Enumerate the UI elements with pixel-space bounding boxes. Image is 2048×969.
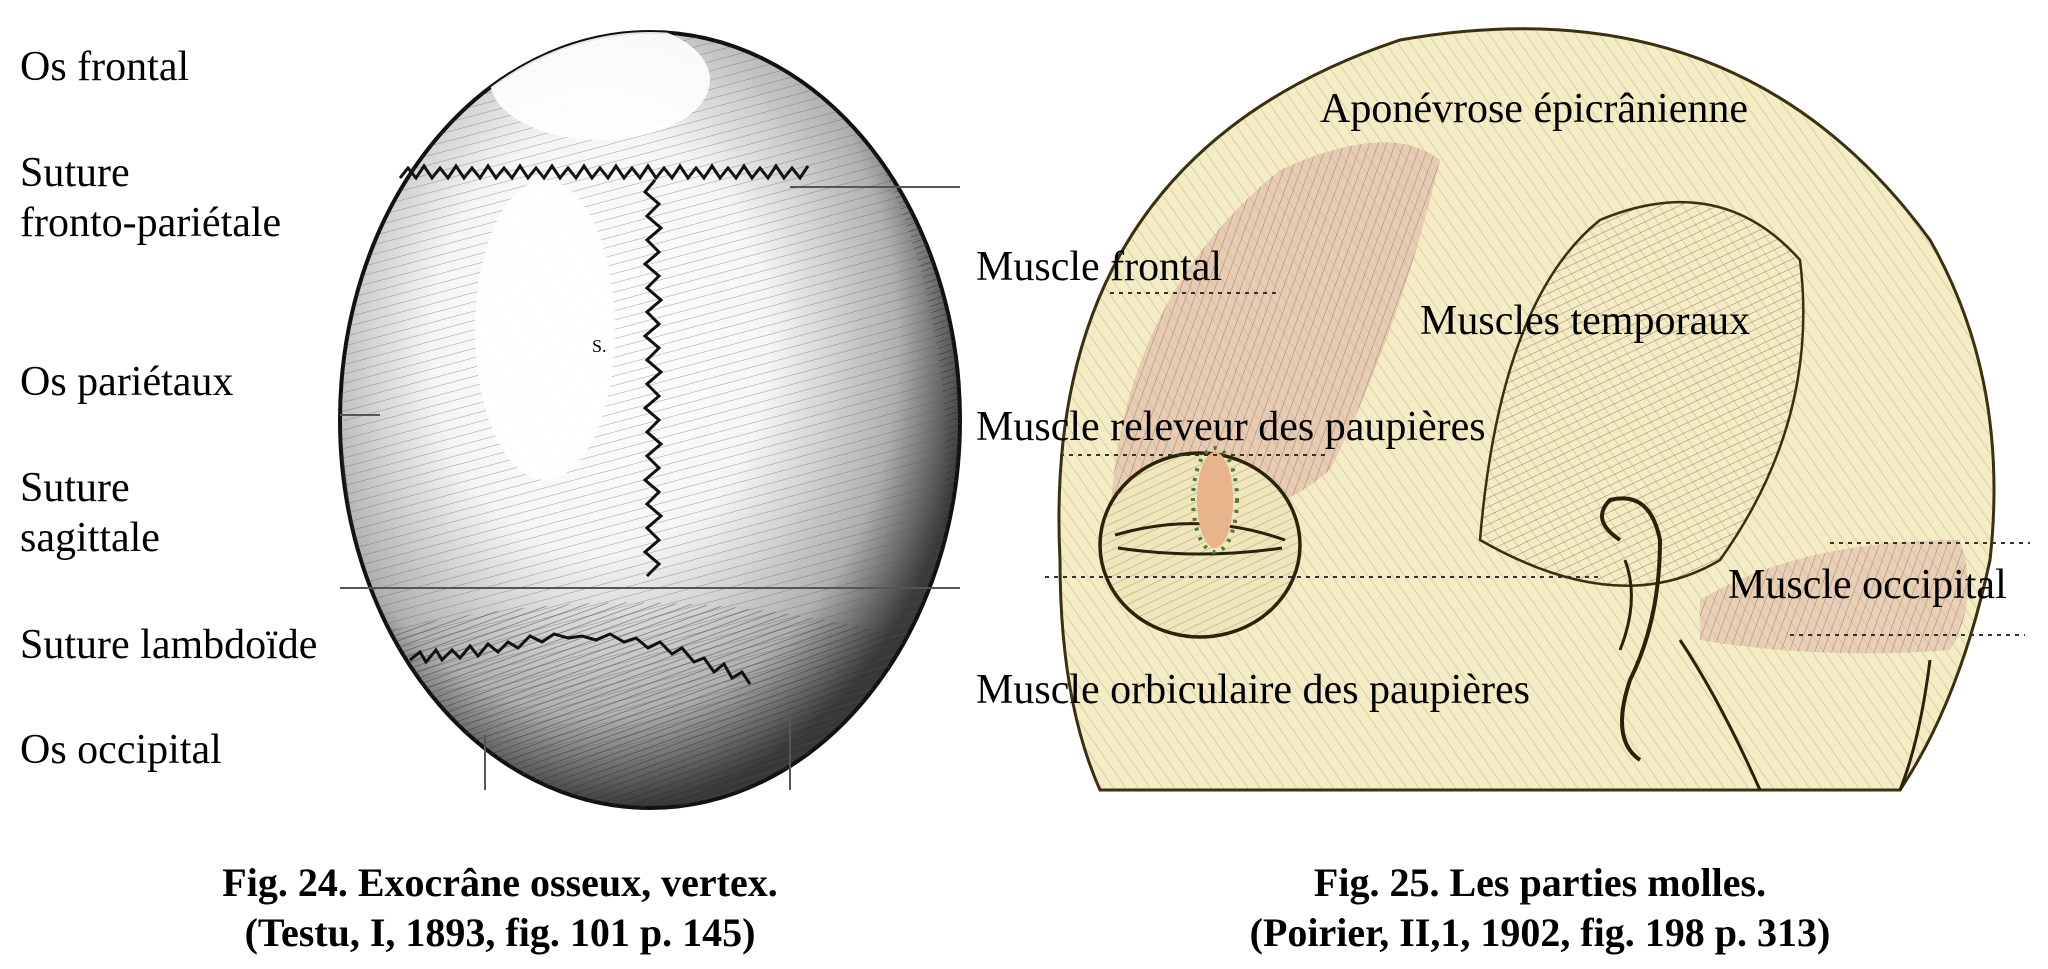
label-os-occipital: Os occipital	[20, 727, 222, 773]
label-muscle-orbiculaire: Muscle orbiculaire des paupières	[976, 667, 1530, 713]
label-suture-lambdoide: Suture lambdoïde	[20, 622, 318, 668]
label-suture-fronto-parietale: Suture fronto-pariétale	[20, 150, 282, 246]
caption-fig-25: Fig. 25. Les parties molles. (Poirier, I…	[1160, 858, 1920, 958]
skull-mark: S.	[592, 336, 607, 356]
label-os-parietaux: Os pariétaux	[20, 359, 234, 405]
skull-vertex-illustration	[338, 30, 962, 810]
label-muscle-frontal: Muscle frontal	[976, 244, 1223, 290]
label-suture-sagittale: Suture sagittale	[20, 465, 160, 561]
label-muscles-temporaux: Muscles temporaux	[1420, 298, 1751, 344]
soft-tissue-illustration	[1045, 27, 2030, 792]
caption-fig-25-source: (Poirier, II,1, 1902, fig. 198 p. 313)	[1249, 910, 1831, 955]
caption-fig-24: Fig. 24. Exocrâne osseux, vertex. (Testu…	[120, 858, 880, 958]
caption-fig-25-title: Fig. 25. Les parties molles.	[1313, 860, 1767, 905]
label-muscle-releveur: Muscle releveur des paupières	[976, 404, 1486, 450]
caption-fig-24-source: (Testu, I, 1893, fig. 101 p. 145)	[244, 910, 756, 955]
label-os-frontal: Os frontal	[20, 44, 190, 90]
caption-fig-24-title: Fig. 24. Exocrâne osseux, vertex.	[222, 860, 778, 905]
label-aponevrose-epicranienne: Aponévrose épicrânienne	[1320, 86, 1748, 132]
label-muscle-occipital: Muscle occipital	[1728, 562, 2007, 608]
